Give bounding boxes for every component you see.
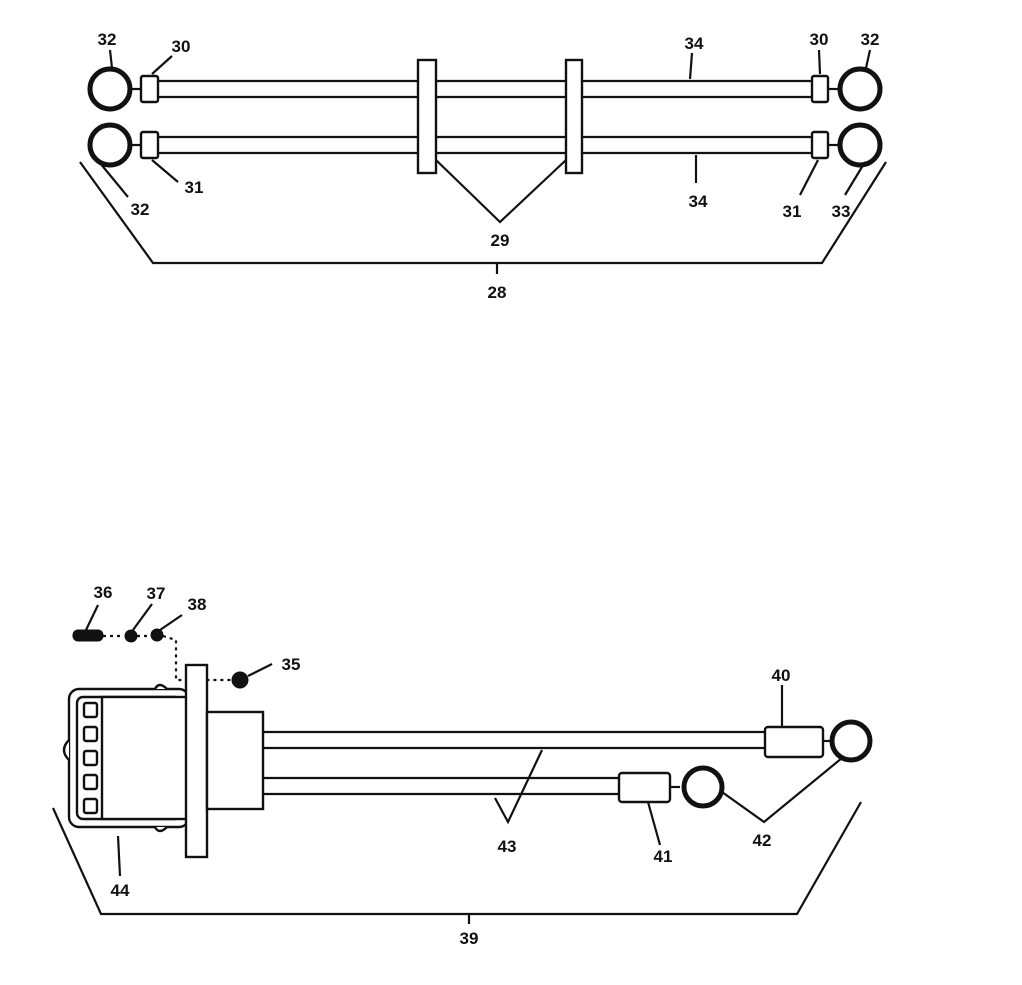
eye-terminal-upper — [829, 719, 873, 763]
eye-terminal-lower — [681, 765, 725, 809]
bracket-28 — [79, 161, 887, 265]
callout-40: 40 — [772, 666, 791, 685]
eye-terminal-top-left — [87, 66, 133, 112]
clamp-right — [564, 58, 584, 175]
callout-31-bottom-left: 31 — [185, 178, 204, 197]
callout-35: 35 — [282, 655, 301, 674]
upper-assembly: 32 30 34 30 32 32 31 29 34 31 33 28 — [79, 30, 887, 302]
callout-41: 41 — [654, 847, 673, 866]
callout-37: 37 — [147, 584, 166, 603]
callout-30-top-left: 30 — [172, 37, 191, 56]
callout-34-top: 34 — [685, 34, 704, 53]
callout-29: 29 — [491, 231, 510, 250]
eye-terminal-bottom-left — [87, 122, 133, 168]
mounting-plate — [184, 663, 209, 859]
eye-terminal-top-right — [837, 66, 883, 112]
callout-42: 42 — [753, 831, 772, 850]
callout-38: 38 — [188, 595, 207, 614]
callout-32-bottom-left: 32 — [131, 200, 150, 219]
upper-rod-bottom — [158, 135, 813, 155]
washer-38 — [150, 628, 164, 642]
screw-36 — [72, 629, 104, 642]
upper-rod-top — [158, 79, 813, 99]
sleeve-bottom-left — [139, 130, 160, 160]
callout-43: 43 — [498, 837, 517, 856]
sleeve-bottom-right — [810, 130, 830, 160]
sleeve-top-right — [810, 74, 830, 104]
actuator-collar — [205, 710, 265, 811]
eye-terminal-bottom-right — [837, 122, 883, 168]
actuator-housing — [62, 683, 191, 833]
end-fitting-41 — [617, 771, 672, 804]
callout-28: 28 — [488, 283, 507, 302]
callout-32-top-left: 32 — [98, 30, 117, 49]
callout-33-bottom-right: 33 — [832, 202, 851, 221]
washer-37 — [124, 629, 138, 643]
sleeve-top-left — [139, 74, 160, 104]
callout-31-bottom-right: 31 — [783, 202, 802, 221]
callout-32-top-right: 32 — [861, 30, 880, 49]
end-fitting-40 — [763, 725, 825, 759]
callout-36: 36 — [94, 583, 113, 602]
nut-35 — [231, 671, 249, 689]
bracket-39 — [51, 801, 862, 916]
cable-lower — [263, 776, 620, 796]
cable-upper — [263, 730, 765, 750]
callout-44: 44 — [111, 881, 130, 900]
callout-30-top-right: 30 — [810, 30, 829, 49]
callout-39: 39 — [460, 929, 479, 948]
lower-assembly: 36 37 38 35 40 43 41 42 44 39 — [51, 583, 873, 948]
callout-34-bottom: 34 — [689, 192, 708, 211]
clamp-left — [416, 58, 438, 175]
